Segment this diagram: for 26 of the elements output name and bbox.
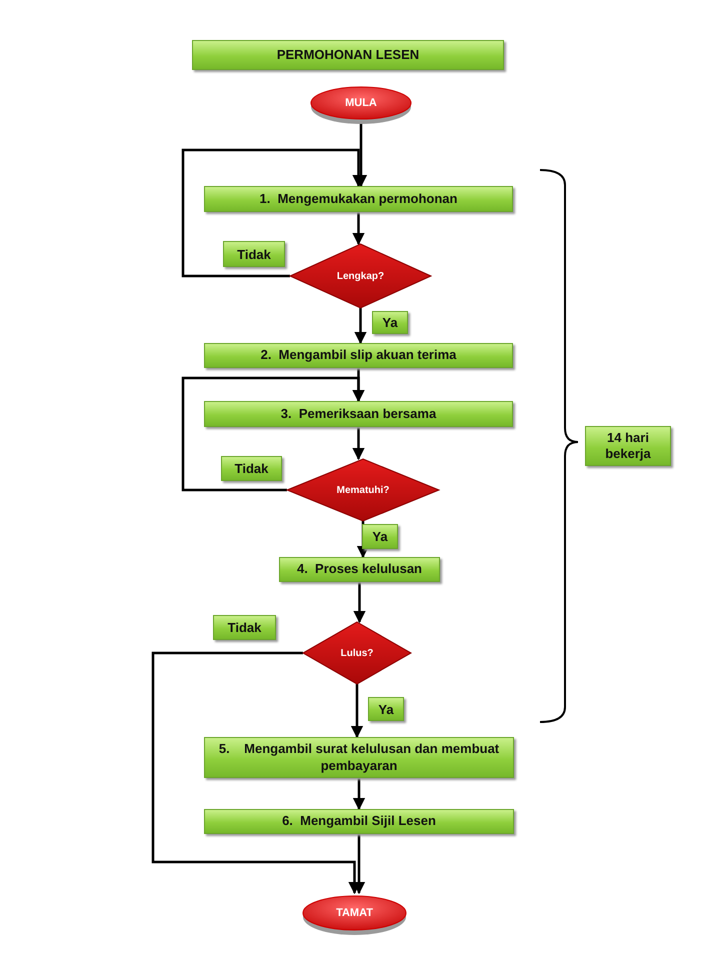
process-box: 5. Mengambil surat kelulusan dan membuat pembayaran — [204, 737, 514, 778]
edge-label: Tidak — [213, 615, 276, 640]
process-box: 2. Mengambil slip akuan terima — [204, 343, 513, 368]
process-box: 6. Mengambil Sijil Lesen — [204, 809, 514, 834]
arrow — [182, 376, 365, 492]
process-box: 3. Pemeriksaan bersama — [204, 401, 513, 427]
decision-text: Mematuhi? — [336, 484, 390, 496]
process-box: 1. Mengemukakan permohonan — [204, 186, 513, 212]
process-box: 14 hari bekerja — [585, 426, 671, 466]
decision-text: Lulus? — [340, 648, 374, 658]
edge-label: Ya — [362, 524, 398, 549]
decision-text: Lengkap? — [336, 270, 384, 282]
arrow — [352, 778, 366, 810]
arrow — [352, 427, 365, 460]
arrow — [353, 582, 366, 624]
arrow — [354, 308, 367, 344]
terminator-text: MULA — [345, 97, 377, 109]
terminator-text: TAMAT — [336, 907, 373, 919]
edge-label: Ya — [368, 697, 404, 721]
process-box: 4. Proses kelulusan — [279, 557, 440, 582]
edge-label: Tidak — [223, 241, 285, 267]
arrow — [352, 212, 365, 246]
process-box: PERMOHONAN LESEN — [192, 40, 504, 70]
edge-label: Tidak — [221, 456, 282, 481]
edge-label: Ya — [372, 311, 408, 334]
arrow — [350, 684, 364, 738]
